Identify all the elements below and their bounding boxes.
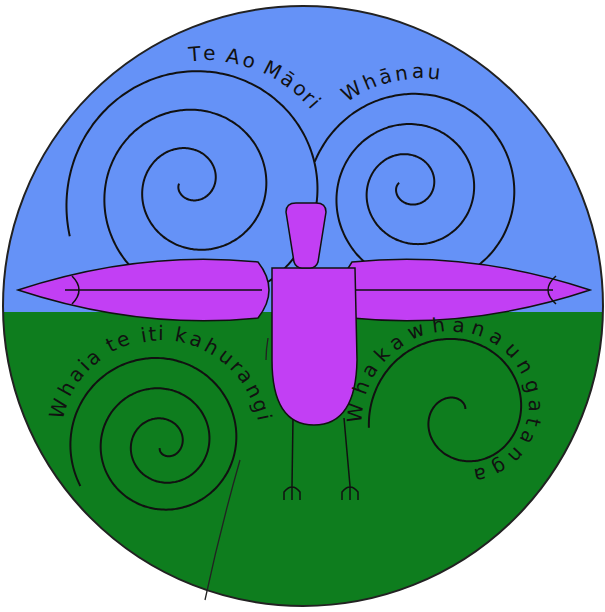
label-letter: i bbox=[139, 322, 148, 347]
thin-line bbox=[205, 338, 268, 600]
label-letter: A bbox=[224, 43, 242, 69]
label-letter: W bbox=[44, 396, 73, 422]
head bbox=[286, 203, 326, 268]
disc-outline bbox=[3, 6, 603, 606]
label-letter: t bbox=[147, 321, 157, 346]
label-letter: a bbox=[452, 312, 466, 337]
label-letter: a bbox=[524, 400, 548, 413]
bird-figure bbox=[18, 203, 590, 500]
label-letter: n bbox=[469, 315, 489, 342]
label-letter: t bbox=[521, 416, 546, 429]
label-letter: a bbox=[515, 427, 542, 449]
label-letter: o bbox=[239, 47, 258, 74]
label-letter: w bbox=[404, 317, 428, 345]
label-letter bbox=[165, 321, 173, 345]
body bbox=[272, 268, 357, 425]
left-wing-spine bbox=[65, 276, 262, 304]
label-letter: W bbox=[342, 402, 368, 424]
koru-spiral bbox=[315, 94, 515, 284]
label-letter: n bbox=[394, 60, 410, 86]
koru-spiral bbox=[70, 358, 236, 510]
label-letter: n bbox=[512, 355, 539, 378]
thin-line-lower bbox=[205, 460, 240, 600]
label-letter: u bbox=[500, 337, 526, 363]
label-letter: h bbox=[431, 312, 447, 337]
label-letter: a bbox=[356, 358, 383, 381]
sky bbox=[0, 0, 605, 313]
label-letter: u bbox=[427, 59, 442, 84]
koru-spiral bbox=[369, 339, 521, 461]
label-letter: a bbox=[472, 462, 488, 488]
left-foot bbox=[284, 486, 300, 500]
label-letter: n bbox=[503, 442, 529, 468]
label-letter: T bbox=[188, 41, 202, 66]
label-letter bbox=[217, 42, 226, 67]
label-letter: g bbox=[489, 454, 512, 481]
label-letter: h bbox=[347, 377, 374, 397]
right-wing-spine bbox=[348, 276, 556, 304]
right-wing bbox=[342, 259, 590, 321]
thin-line-upper bbox=[266, 338, 268, 360]
label-letter: a bbox=[412, 59, 425, 83]
label-letter: i bbox=[252, 412, 277, 423]
label-letter: ā bbox=[376, 63, 394, 89]
right-foot bbox=[342, 486, 358, 500]
label-letter: g bbox=[520, 377, 546, 395]
legs bbox=[292, 418, 350, 486]
label-letter: i bbox=[158, 321, 164, 345]
left-wing bbox=[18, 259, 269, 321]
label-letter: e bbox=[203, 41, 216, 65]
label-letter: a bbox=[485, 324, 508, 351]
